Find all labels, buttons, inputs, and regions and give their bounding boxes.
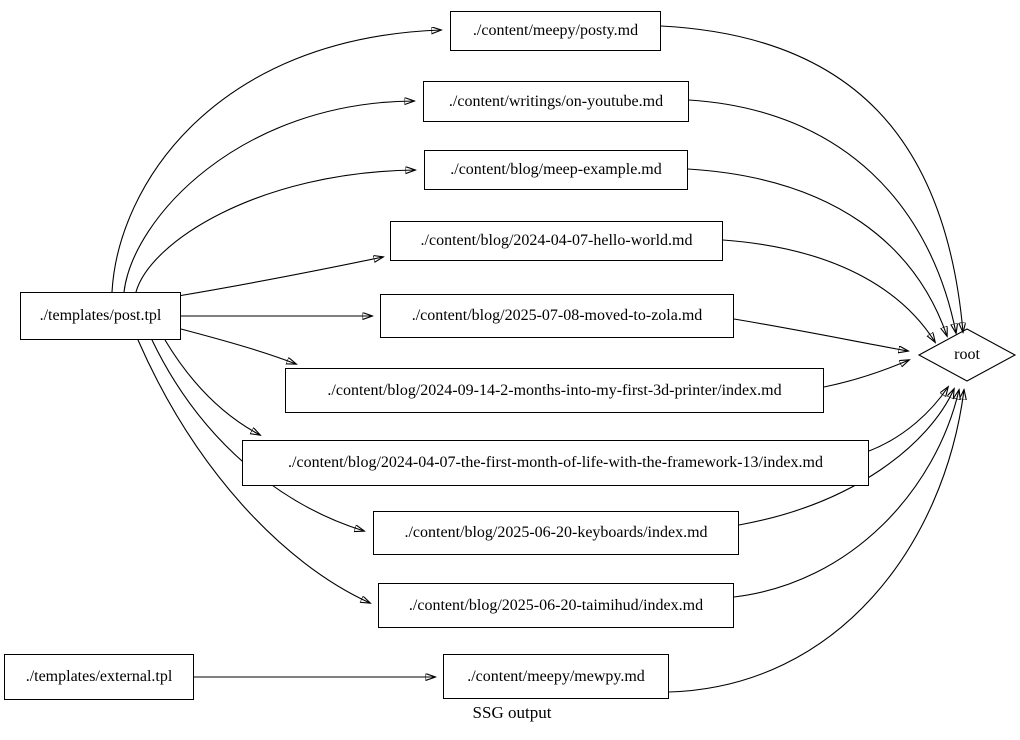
- edge-taimihud-root: [733, 390, 959, 598]
- node-content-blog-keyboards: ./content/blog/2025-06-20-keyboards/inde…: [373, 511, 739, 555]
- edge-movedtozola-root: [733, 318, 908, 351]
- edge-posty-root: [660, 25, 963, 332]
- node-content-meepy-mewpy: ./content/meepy/mewpy.md: [443, 654, 669, 699]
- edge-onyoutube-root: [688, 99, 956, 333]
- edge-post-onyoutube: [123, 101, 414, 293]
- edge-helloworld-root: [722, 239, 935, 342]
- node-content-writings-on-youtube: ./content/writings/on-youtube.md: [423, 81, 689, 122]
- edge-mewpy-root: [668, 390, 964, 693]
- node-templates-post-tpl: ./templates/post.tpl: [20, 292, 181, 340]
- graph-caption: SSG output: [472, 703, 552, 722]
- edge-post-meepexample: [135, 170, 415, 293]
- root-diamond-shape: [917, 328, 1017, 382]
- edge-keyboards-root: [738, 389, 954, 526]
- edge-post-posty: [111, 30, 441, 293]
- edge-3dprinter-root: [823, 360, 909, 388]
- node-content-blog-meep-example: ./content/blog/meep-example.md: [424, 150, 688, 190]
- node-content-blog-moved-to-zola: ./content/blog/2025-07-08-moved-to-zola.…: [380, 294, 734, 338]
- node-root-label: root: [954, 346, 980, 363]
- edge-post-taimihud: [137, 339, 370, 603]
- edge-meepexample-root: [687, 168, 947, 336]
- node-templates-external-tpl: ./templates/external.tpl: [4, 654, 194, 700]
- edge-post-helloworld: [177, 257, 383, 297]
- node-content-blog-taimihud: ./content/blog/2025-06-20-taimihud/index…: [378, 583, 734, 628]
- node-content-blog-framework-13: ./content/blog/2024-04-07-the-first-mont…: [242, 440, 869, 486]
- edge-post-framework13: [164, 339, 260, 435]
- node-content-blog-3d-printer: ./content/blog/2024-09-14-2-months-into-…: [285, 368, 824, 413]
- node-content-blog-hello-world: ./content/blog/2024-04-07-hello-world.md: [390, 221, 723, 261]
- node-content-meepy-posty: ./content/meepy/posty.md: [450, 11, 661, 51]
- edge-post-3dprinter: [180, 328, 296, 364]
- edge-framework13-root: [868, 387, 948, 452]
